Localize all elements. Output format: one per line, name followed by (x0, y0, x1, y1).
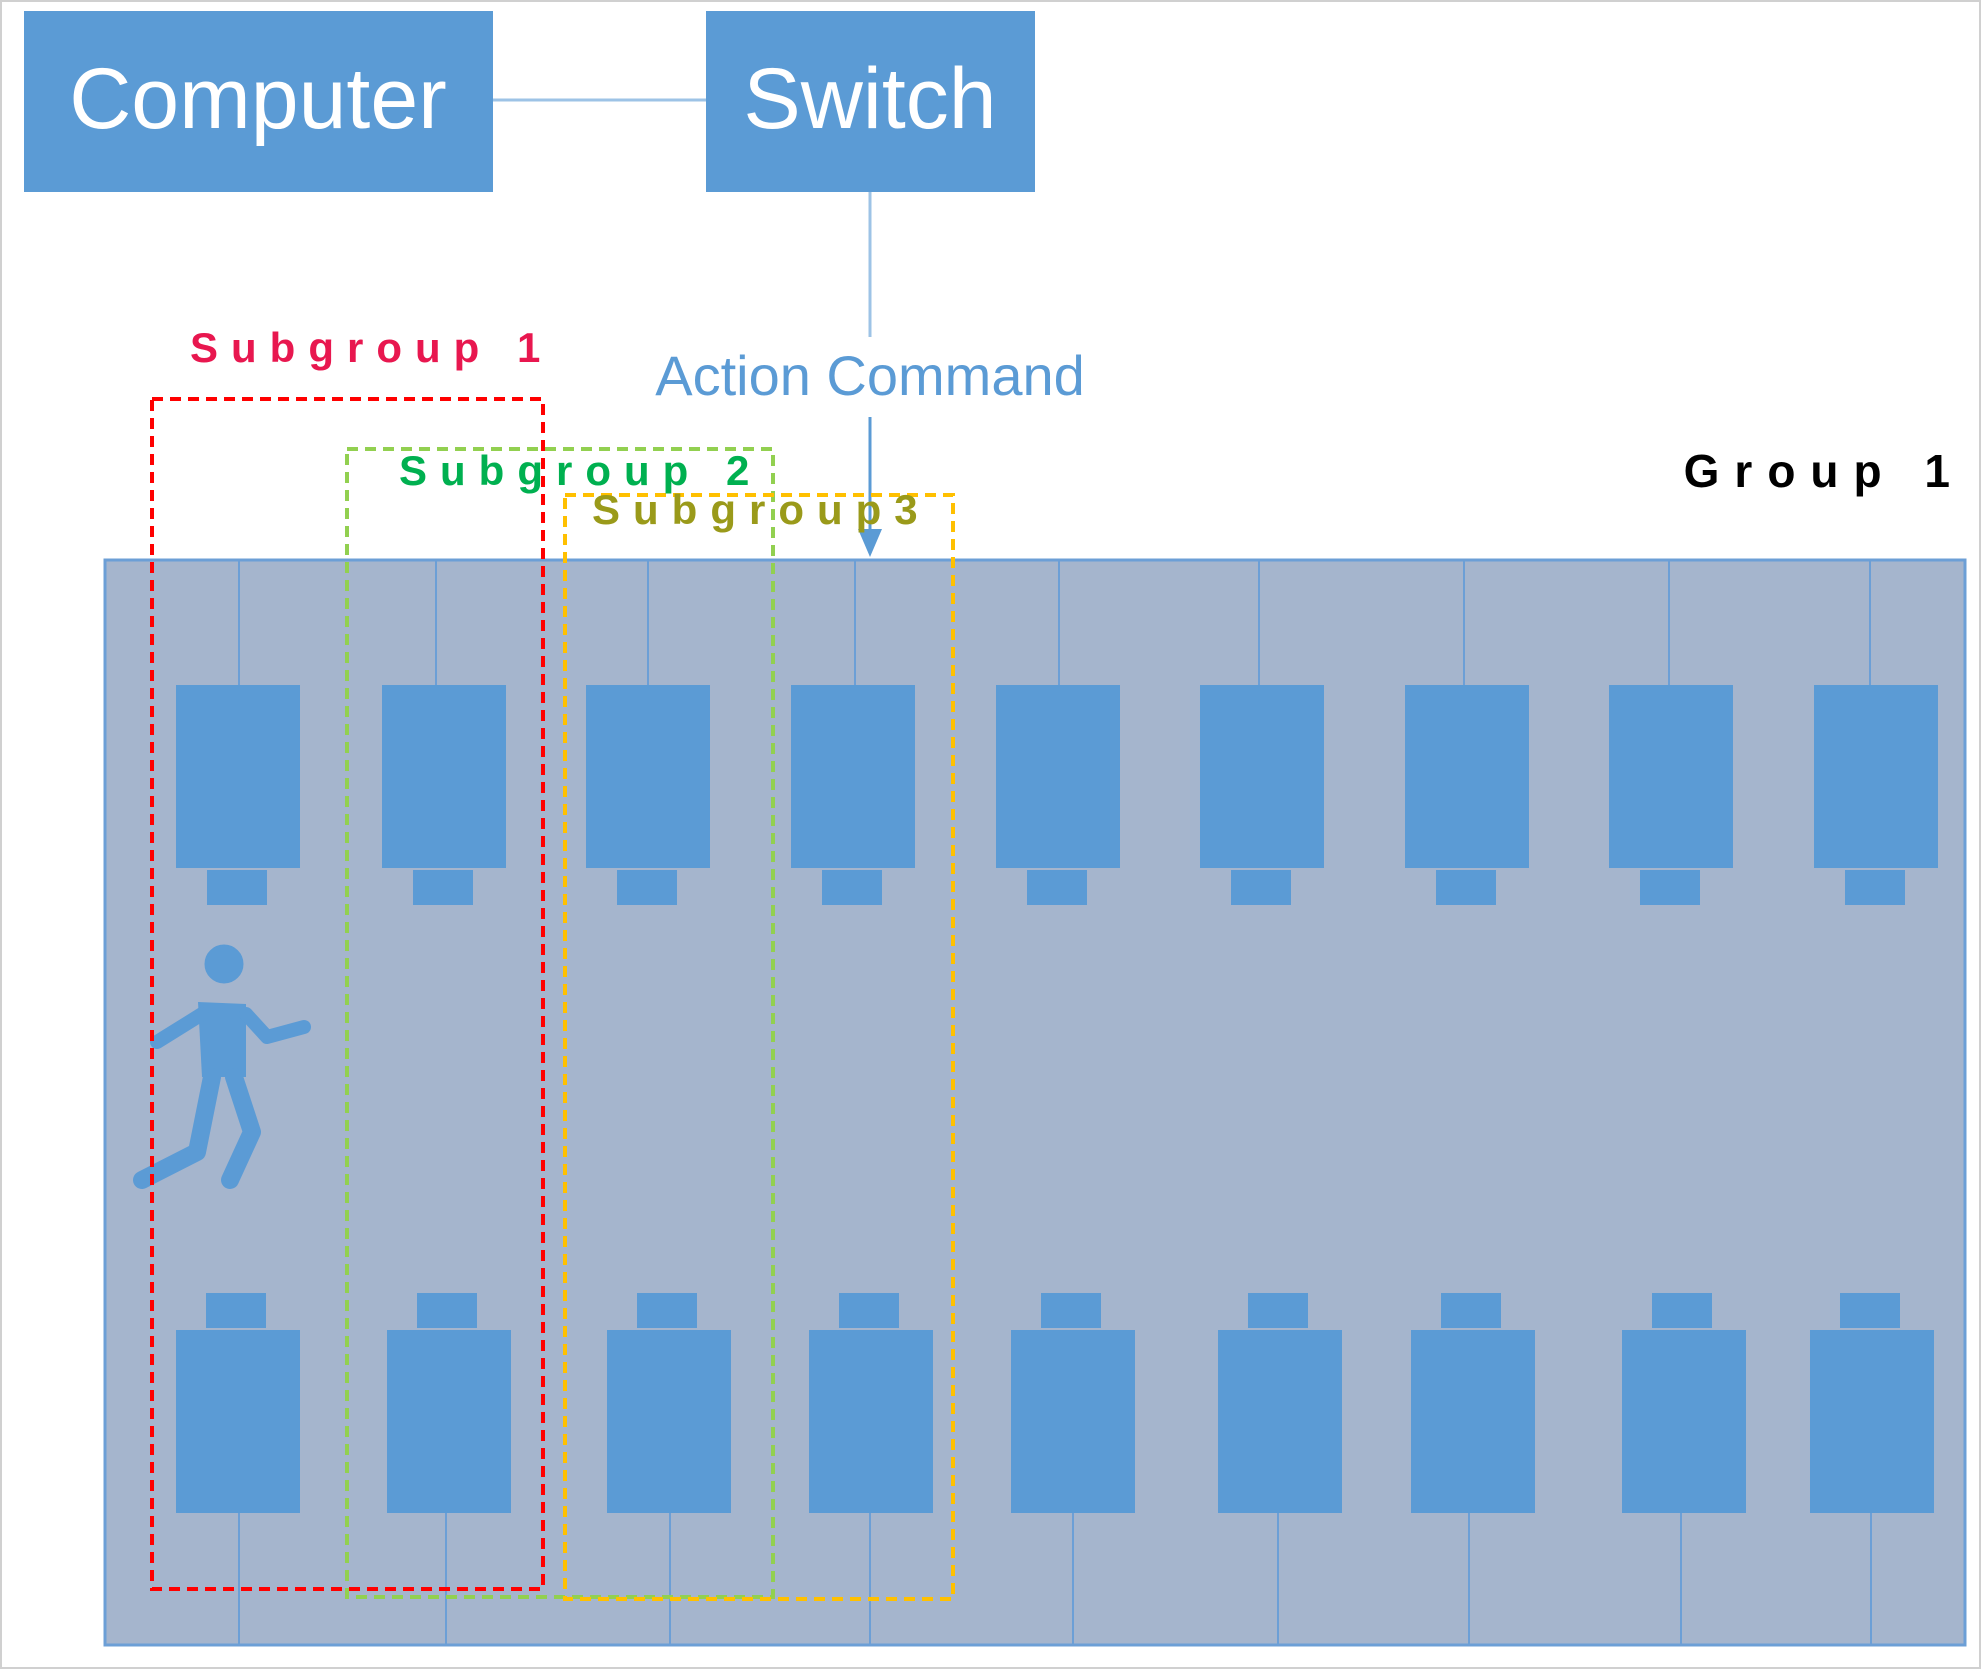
bottom-unit-3 (607, 1330, 731, 1513)
top-unit-3 (586, 685, 710, 868)
bottom-unit-9 (1810, 1330, 1934, 1513)
top-unit-5 (996, 685, 1120, 868)
bottom-unit-row (176, 1293, 1934, 1513)
subgroup-2-label: Subgroup 2 (399, 447, 762, 494)
command-arrow-head (858, 529, 882, 557)
top-unit-tab-5 (1027, 870, 1087, 905)
top-unit-tab-8 (1640, 870, 1700, 905)
bottom-unit-5 (1011, 1330, 1135, 1513)
computer-box (24, 11, 493, 192)
top-unit-1 (176, 685, 300, 868)
bottom-unit-6 (1218, 1330, 1342, 1513)
computer-label: Computer (69, 51, 447, 147)
top-unit-8 (1609, 685, 1733, 868)
bottom-unit-tab-8 (1652, 1293, 1712, 1328)
bottom-unit-tab-3 (637, 1293, 697, 1328)
top-unit-4 (791, 685, 915, 868)
top-unit-tab-2 (413, 870, 473, 905)
bottom-unit-4 (809, 1330, 933, 1513)
top-unit-tab-9 (1845, 870, 1905, 905)
subgroup-3-label: Subgroup3 (592, 486, 931, 533)
top-wires (238, 560, 1871, 685)
bottom-unit-7 (1411, 1330, 1535, 1513)
bottom-unit-tab-4 (839, 1293, 899, 1328)
switch-label: Switch (743, 51, 996, 147)
bottom-unit-1 (176, 1330, 300, 1513)
top-unit-tab-3 (617, 870, 677, 905)
bottom-unit-8 (1622, 1330, 1746, 1513)
top-unit-row (176, 685, 1938, 905)
subgroup-2-box (345, 447, 775, 1599)
subgroup-1-box (150, 397, 545, 1591)
top-unit-tab-6 (1231, 870, 1291, 905)
top-unit-tab-4 (822, 870, 882, 905)
bottom-unit-tab-6 (1248, 1293, 1308, 1328)
subgroup-1-label: Subgroup 1 (190, 324, 553, 371)
subgroup-3-box (563, 493, 955, 1601)
bottom-unit-tab-1 (206, 1293, 266, 1328)
bottom-unit-2 (387, 1330, 511, 1513)
bottom-unit-tab-5 (1041, 1293, 1101, 1328)
top-unit-tab-1 (207, 870, 267, 905)
bottom-wires (238, 1512, 1872, 1645)
bottom-unit-tab-7 (1441, 1293, 1501, 1328)
group-label: Group 1 (1684, 445, 1965, 497)
person-walking-icon (133, 944, 311, 1189)
top-unit-2 (382, 685, 506, 868)
action-command-label: Action Command (655, 344, 1085, 407)
top-unit-9 (1814, 685, 1938, 868)
top-unit-6 (1200, 685, 1324, 868)
top-unit-tab-7 (1436, 870, 1496, 905)
switch-box (706, 11, 1035, 192)
bottom-unit-tab-9 (1840, 1293, 1900, 1328)
top-unit-7 (1405, 685, 1529, 868)
bottom-unit-tab-2 (417, 1293, 477, 1328)
